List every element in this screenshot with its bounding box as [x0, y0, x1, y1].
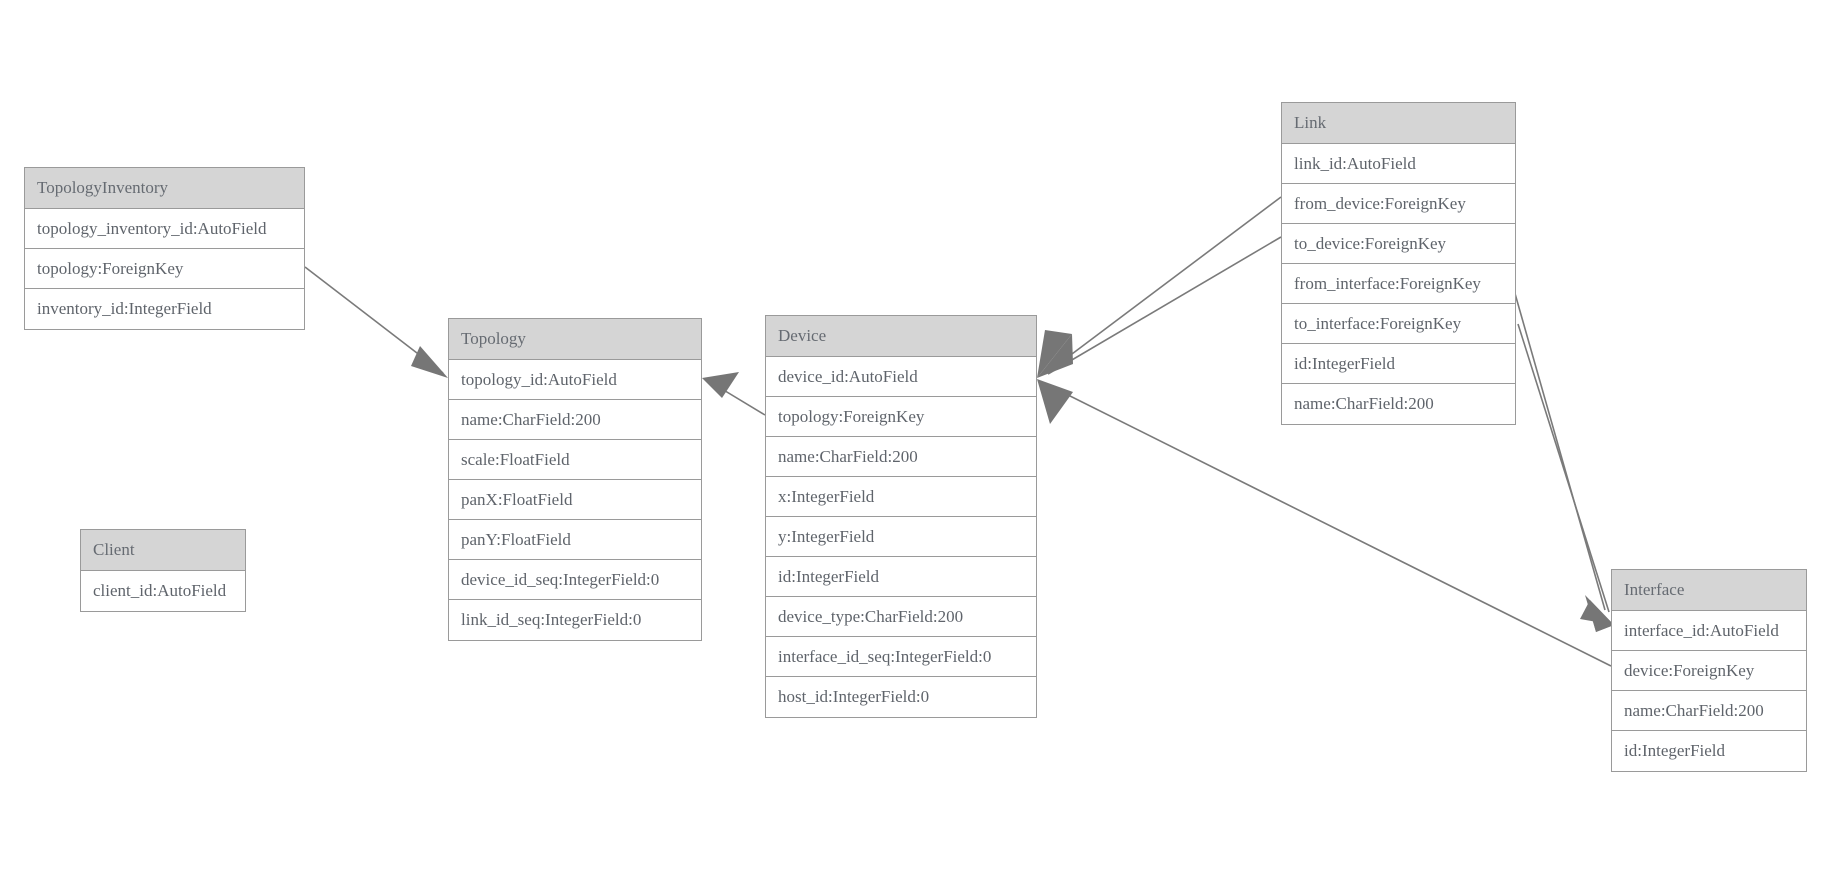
- edge-link-from_device: [1047, 196, 1282, 373]
- field-row[interactable]: topology:ForeignKey: [25, 249, 304, 289]
- entity-link[interactable]: Link link_id:AutoField from_device:Forei…: [1281, 102, 1516, 425]
- entity-device[interactable]: Device device_id:AutoField topology:Fore…: [765, 315, 1037, 718]
- field-row[interactable]: device:ForeignKey: [1612, 651, 1806, 691]
- entity-title-topology: Topology: [449, 319, 701, 360]
- entity-fields-topology: topology_id:AutoField name:CharField:200…: [449, 360, 701, 640]
- entity-fields-link: link_id:AutoField from_device:ForeignKey…: [1282, 144, 1515, 424]
- edge-link-to_interface: [1517, 323, 1610, 613]
- entity-fields-topology-inventory: topology_inventory_id:AutoField topology…: [25, 209, 304, 329]
- entity-topology[interactable]: Topology topology_id:AutoField name:Char…: [448, 318, 702, 641]
- field-row[interactable]: to_device:ForeignKey: [1282, 224, 1515, 264]
- field-row[interactable]: interface_id:AutoField: [1612, 611, 1806, 651]
- edge-link-to_device: [1047, 236, 1282, 375]
- arrowhead-interface: [1580, 595, 1614, 632]
- edge-interface-device: [1047, 384, 1612, 667]
- entity-interface[interactable]: Interface interface_id:AutoField device:…: [1611, 569, 1807, 772]
- field-row[interactable]: client_id:AutoField: [93, 581, 227, 600]
- field-row[interactable]: name:CharField:200: [766, 437, 1036, 477]
- entity-topology-inventory[interactable]: TopologyInventory topology_inventory_id:…: [24, 167, 305, 330]
- entity-fields-interface: interface_id:AutoField device:ForeignKey…: [1612, 611, 1806, 771]
- entity-title-client: Client: [81, 530, 245, 571]
- entity-client[interactable]: Client client_id:AutoField: [80, 529, 246, 612]
- field-row[interactable]: device_type:CharField:200: [766, 597, 1036, 637]
- field-row[interactable]: x:IntegerField: [766, 477, 1036, 517]
- field-row[interactable]: inventory_id:IntegerField: [37, 299, 212, 318]
- arrowhead-device-upper: [1037, 330, 1073, 378]
- field-row[interactable]: name:CharField:200: [449, 400, 701, 440]
- entity-title-topology-inventory: TopologyInventory: [25, 168, 304, 209]
- edge-topologyinventory-topology: [304, 266, 448, 378]
- field-row[interactable]: to_interface:ForeignKey: [1282, 304, 1515, 344]
- entity-title-device: Device: [766, 316, 1036, 357]
- field-row[interactable]: topology:ForeignKey: [766, 397, 1036, 437]
- entity-fields-device: device_id:AutoField topology:ForeignKey …: [766, 357, 1036, 717]
- field-row[interactable]: name:CharField:200: [1294, 394, 1434, 413]
- field-row[interactable]: name:CharField:200: [1612, 691, 1806, 731]
- field-row[interactable]: y:IntegerField: [766, 517, 1036, 557]
- field-row[interactable]: link_id_seq:IntegerField:0: [461, 610, 642, 629]
- entity-title-link: Link: [1282, 103, 1515, 144]
- field-row[interactable]: host_id:IntegerField:0: [778, 687, 930, 706]
- field-row[interactable]: interface_id_seq:IntegerField:0: [766, 637, 1036, 677]
- field-row[interactable]: scale:FloatField: [449, 440, 701, 480]
- field-row[interactable]: from_device:ForeignKey: [1282, 184, 1515, 224]
- field-row[interactable]: device_id_seq:IntegerField:0: [449, 560, 701, 600]
- entity-fields-client: client_id:AutoField: [81, 571, 245, 611]
- edge-link-from_interface: [1511, 282, 1606, 611]
- edge-device-topology: [702, 372, 766, 416]
- field-row[interactable]: from_interface:ForeignKey: [1282, 264, 1515, 304]
- field-row[interactable]: id:IntegerField: [1624, 741, 1726, 760]
- field-row[interactable]: panY:FloatField: [449, 520, 701, 560]
- arrowhead-device-lower: [1037, 379, 1073, 424]
- field-row[interactable]: id:IntegerField: [766, 557, 1036, 597]
- field-row[interactable]: id:IntegerField: [1282, 344, 1515, 384]
- field-row[interactable]: link_id:AutoField: [1282, 144, 1515, 184]
- field-row[interactable]: device_id:AutoField: [766, 357, 1036, 397]
- entity-title-interface: Interface: [1612, 570, 1806, 611]
- field-row[interactable]: topology_id:AutoField: [449, 360, 701, 400]
- field-row[interactable]: panX:FloatField: [449, 480, 701, 520]
- field-row[interactable]: topology_inventory_id:AutoField: [25, 209, 304, 249]
